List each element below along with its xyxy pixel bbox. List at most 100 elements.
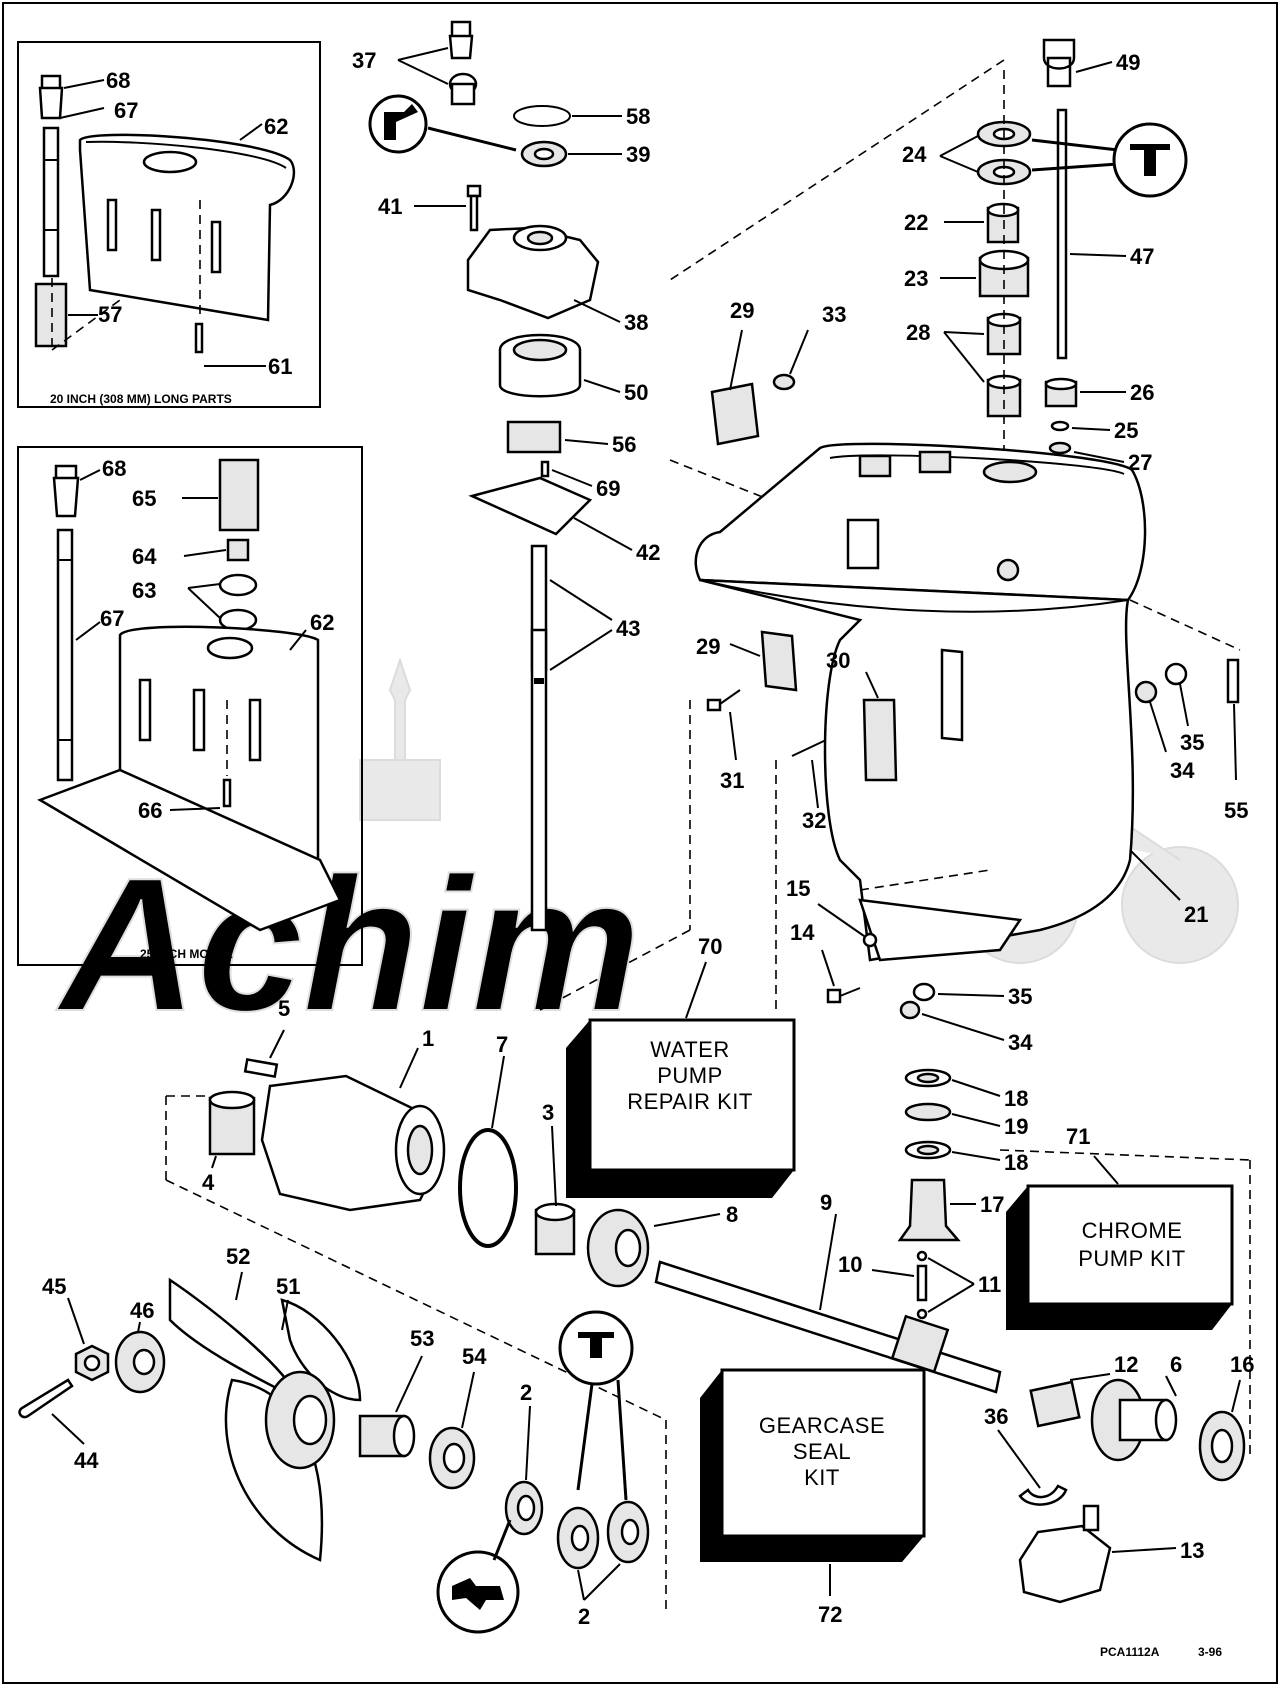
callout-13: 13 bbox=[1180, 1538, 1204, 1563]
chrome-pump-kit-line-2: PUMP KIT bbox=[1078, 1246, 1186, 1271]
callout-54: 54 bbox=[462, 1344, 487, 1369]
callout-49: 49 bbox=[1116, 50, 1140, 75]
callout-69: 69 bbox=[596, 476, 620, 501]
callout-3: 3 bbox=[542, 1100, 554, 1125]
callout-30: 30 bbox=[826, 648, 850, 673]
lower-gear-train: 5 4 1 7 3 8 9 18 1 bbox=[165, 996, 1254, 1604]
callout-28: 28 bbox=[906, 320, 930, 345]
callout-7: 7 bbox=[496, 1032, 508, 1057]
callout-66: 66 bbox=[138, 798, 162, 823]
gearcase-seal-kit-line-3: KIT bbox=[804, 1465, 840, 1490]
inset-20-inch-parts: 68 67 62 57 61 20 INCH (308 MM) LONG PAR… bbox=[17, 41, 321, 408]
callout-41: 41 bbox=[378, 194, 402, 219]
callout-46: 46 bbox=[130, 1298, 154, 1323]
callout-51: 51 bbox=[276, 1274, 300, 1299]
water-pump-kit-line-3: REPAIR KIT bbox=[627, 1089, 753, 1114]
callout-10: 10 bbox=[838, 1252, 862, 1277]
callout-1: 1 bbox=[422, 1026, 434, 1051]
callout-21: 21 bbox=[1184, 902, 1208, 927]
callout-2: 2 bbox=[520, 1380, 532, 1405]
callout-64: 64 bbox=[132, 544, 157, 569]
water-pump-kit-line-1: WATER bbox=[650, 1037, 730, 1062]
callout-42: 42 bbox=[636, 540, 660, 565]
callout-25: 25 bbox=[1114, 418, 1138, 443]
water-pump-kit-line-2: PUMP bbox=[657, 1063, 723, 1088]
callout-67-inset: 67 bbox=[100, 606, 124, 631]
drawing-date: 3-96 bbox=[1198, 1645, 1222, 1659]
callout-18-upper: 18 bbox=[1004, 1086, 1028, 1111]
chrome-pump-kit-box: CHROME PUMP KIT 71 bbox=[1006, 1124, 1234, 1330]
callout-11: 11 bbox=[978, 1272, 1001, 1297]
callout-56: 56 bbox=[612, 432, 636, 457]
callout-18-lower: 18 bbox=[1004, 1150, 1028, 1175]
callout-8: 8 bbox=[726, 1202, 738, 1227]
callout-67: 67 bbox=[114, 98, 138, 123]
gearcase-seal-kit-line-2: SEAL bbox=[793, 1439, 851, 1464]
callout-44: 44 bbox=[74, 1448, 99, 1473]
callout-35-lower: 35 bbox=[1008, 984, 1032, 1009]
callout-52: 52 bbox=[226, 1244, 250, 1269]
callout-2-lower: 2 bbox=[578, 1604, 590, 1629]
callout-15: 15 bbox=[786, 876, 810, 901]
callout-45: 45 bbox=[42, 1274, 66, 1299]
callout-50: 50 bbox=[624, 380, 648, 405]
callout-29-side: 29 bbox=[696, 634, 720, 659]
shift-rod-and-bearings: 49 47 24 22 23 28 bbox=[669, 38, 1188, 475]
callout-43: 43 bbox=[616, 616, 640, 641]
inset-25-inch-model: 68 65 64 63 67 62 66 25 INCH MODEL bbox=[17, 446, 363, 966]
lubricant-icon bbox=[368, 94, 428, 154]
gearcase-seal-kit-box: GEARCASE SEAL KIT 72 bbox=[700, 1368, 926, 1627]
inset-25-inch-caption: 25 INCH MODEL bbox=[140, 947, 233, 961]
callout-26: 26 bbox=[1130, 380, 1154, 405]
callout-9: 9 bbox=[820, 1190, 832, 1215]
callout-68: 68 bbox=[106, 68, 130, 93]
callout-53: 53 bbox=[410, 1326, 434, 1351]
callout-65: 65 bbox=[132, 486, 156, 511]
callout-29: 29 bbox=[730, 298, 754, 323]
callout-57: 57 bbox=[98, 302, 122, 327]
callout-63: 63 bbox=[132, 578, 156, 603]
callout-17: 17 bbox=[980, 1192, 1004, 1217]
callout-38: 38 bbox=[624, 310, 648, 335]
gearcase-housing: 29 33 21 29 30 31 32 bbox=[669, 298, 1248, 1055]
callout-72: 72 bbox=[818, 1602, 842, 1627]
callout-61: 61 bbox=[268, 354, 292, 379]
callout-19: 19 bbox=[1004, 1114, 1028, 1139]
inset-25-inch-frame bbox=[17, 446, 363, 966]
drawing-reference: PCA1112A bbox=[1100, 1645, 1160, 1659]
callout-36: 36 bbox=[984, 1404, 1008, 1429]
callout-12: 12 bbox=[1114, 1352, 1138, 1377]
callout-70: 70 bbox=[698, 934, 722, 959]
chrome-pump-kit-line-1: CHROME bbox=[1082, 1218, 1183, 1243]
callout-33: 33 bbox=[822, 302, 846, 327]
callout-58: 58 bbox=[626, 104, 650, 129]
gearcase-seal-kit-line-1: GEARCASE bbox=[759, 1413, 885, 1438]
inset-20-inch-frame bbox=[17, 41, 321, 408]
callout-14: 14 bbox=[790, 920, 815, 945]
water-pump-repair-kit-box: WATER PUMP REPAIR KIT 70 bbox=[566, 934, 796, 1198]
callout-32: 32 bbox=[802, 808, 826, 833]
callout-6: 6 bbox=[1170, 1352, 1182, 1377]
callout-23: 23 bbox=[904, 266, 928, 291]
watermark-text: Achim bbox=[56, 839, 641, 1051]
callout-22: 22 bbox=[904, 210, 928, 235]
callout-34-lower: 34 bbox=[1008, 1030, 1033, 1055]
callout-62: 62 bbox=[264, 114, 288, 139]
callout-4: 4 bbox=[202, 1170, 215, 1195]
water-pump-assembly: 37 58 39 41 38 50 56 6 bbox=[352, 20, 691, 1011]
callout-16: 16 bbox=[1230, 1352, 1254, 1377]
callout-62-inset: 62 bbox=[310, 610, 334, 635]
callout-34: 34 bbox=[1170, 758, 1195, 783]
inset-20-inch-caption: 20 INCH (308 MM) LONG PARTS bbox=[50, 392, 232, 406]
callout-71: 71 bbox=[1066, 1124, 1090, 1149]
callout-55: 55 bbox=[1224, 798, 1248, 823]
callout-47: 47 bbox=[1130, 244, 1154, 269]
propeller-assembly: 44 45 46 52 51 53 54 2 bbox=[18, 1244, 667, 1634]
callout-5: 5 bbox=[278, 996, 290, 1021]
callout-31: 31 bbox=[720, 768, 744, 793]
callout-24: 24 bbox=[902, 142, 927, 167]
callout-37: 37 bbox=[352, 48, 376, 73]
